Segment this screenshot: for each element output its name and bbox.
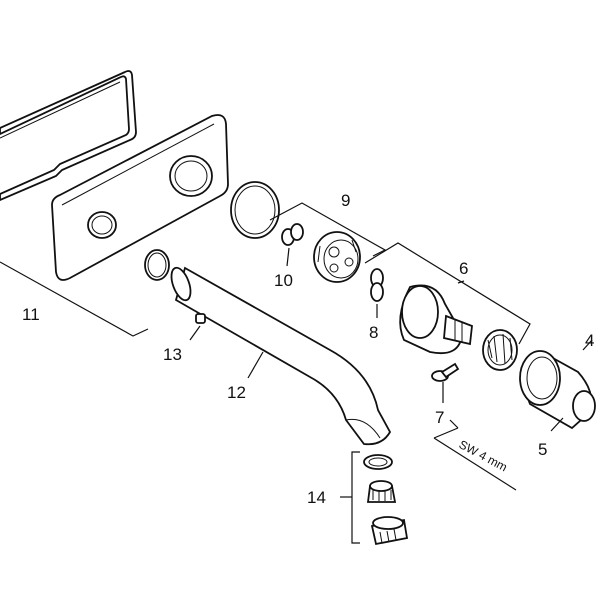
- label-5: 5: [538, 440, 547, 459]
- label-14: 14: [307, 488, 326, 507]
- sw-tool-note: SW 4 mm: [433, 419, 517, 491]
- label-7: 7: [435, 408, 444, 427]
- part-11-leader: [0, 261, 149, 337]
- label-6: 6: [459, 259, 468, 278]
- label-10: 10: [274, 271, 293, 290]
- label-11: 11: [22, 305, 40, 324]
- part-12-spout: [170, 266, 392, 446]
- part-9-bracket: [269, 202, 387, 257]
- label-13: 13: [163, 345, 182, 364]
- part-13-screw: [189, 313, 206, 341]
- label-8: 8: [369, 323, 378, 342]
- label-12: 12: [227, 383, 246, 402]
- large-oring: [230, 181, 280, 239]
- part-14-aerator: [340, 451, 409, 546]
- label-9: 9: [341, 191, 350, 210]
- part-11-cover-plate: [51, 114, 229, 281]
- part-10-orings: [281, 223, 304, 267]
- part-8-orings: [370, 268, 384, 318]
- small-oring: [144, 249, 170, 281]
- label-4: 4: [585, 331, 594, 350]
- part-7-screw: [431, 362, 460, 403]
- part-6-bracket: [364, 242, 531, 345]
- part-4-5-sleeve: [519, 339, 596, 432]
- part-12-leader: [247, 351, 264, 379]
- part-11-frame: [0, 70, 137, 201]
- part-6-cartridge: [399, 284, 518, 371]
- part-9-cartridge: [313, 231, 361, 283]
